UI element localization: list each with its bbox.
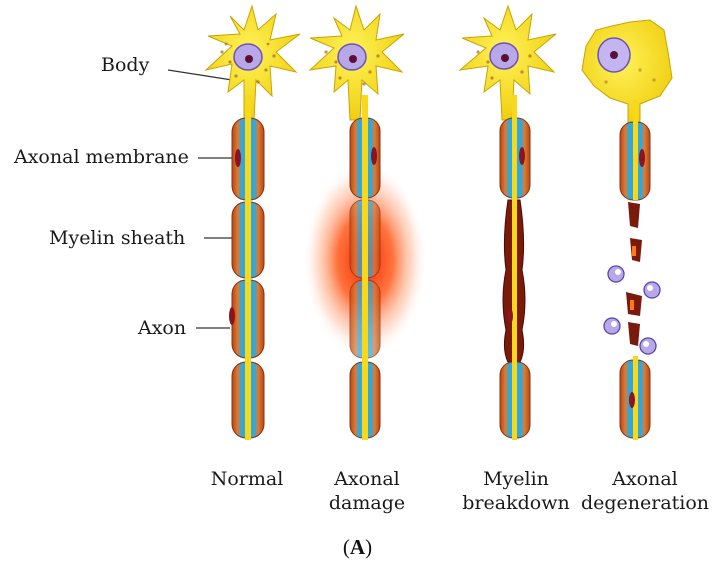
stage-line1: Normal xyxy=(200,467,294,491)
axon-fragments xyxy=(626,202,642,346)
stage-myelin-breakdown: Myelin breakdown xyxy=(458,467,574,515)
neuron-myelin-breakdown xyxy=(460,6,556,440)
stage-line2: damage xyxy=(320,491,414,515)
neuron-axonal-damage xyxy=(303,6,427,440)
label-axon: Axon xyxy=(138,317,186,339)
label-axonal-membrane: Axonal membrane xyxy=(14,146,189,168)
label-body: Body xyxy=(101,54,149,76)
label-myelin-sheath: Myelin sheath xyxy=(49,227,185,249)
neuron-axonal-degeneration xyxy=(582,20,672,440)
panel-label: (A) xyxy=(0,535,715,560)
stage-line1: Axonal xyxy=(578,467,712,491)
cell-body xyxy=(582,20,672,124)
stage-normal: Normal xyxy=(200,467,294,491)
stage-line2: degeneration xyxy=(578,491,712,515)
stage-line1: Myelin xyxy=(458,467,574,491)
stage-axonal-damage: Axonal damage xyxy=(320,467,414,515)
stage-line1: Axonal xyxy=(320,467,414,491)
stage-axonal-degeneration: Axonal degeneration xyxy=(578,467,712,515)
neuron-normal xyxy=(206,6,300,440)
stage-line2: breakdown xyxy=(458,491,574,515)
